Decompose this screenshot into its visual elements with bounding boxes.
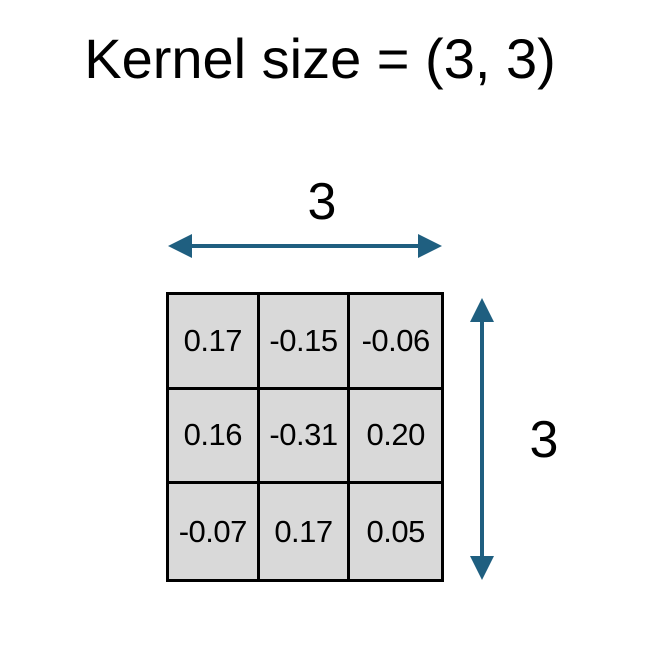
kernel-cell-r1-c2: 0.20 [350,389,441,485]
kernel-cell-r0-c1: -0.15 [259,295,351,390]
height-label: 3 [529,411,559,469]
height-arrow-top-head [470,298,494,322]
kernel-size-title: Kernel size = (3, 3) [84,27,556,90]
kernel-cell-r1-c1: -0.31 [259,389,351,485]
width-arrow-right-head [418,234,442,258]
height-arrow [470,298,494,580]
height-arrow-bottom-head [470,556,494,580]
width-label: 3 [307,173,337,231]
kernel-grid: 0.17 -0.15 -0.06 0.16 -0.31 0.20 -0.07 0… [166,292,444,582]
width-arrow-left-head [168,234,192,258]
kernel-cell-r0-c0: 0.17 [169,295,260,390]
kernel-cell-r2-c1: 0.17 [259,484,351,579]
kernel-cell-r0-c2: -0.06 [350,295,441,390]
width-arrow [168,234,442,258]
kernel-cell-r2-c2: 0.05 [350,484,441,579]
kernel-cell-r2-c0: -0.07 [169,484,260,579]
kernel-cell-r1-c0: 0.16 [169,389,260,485]
